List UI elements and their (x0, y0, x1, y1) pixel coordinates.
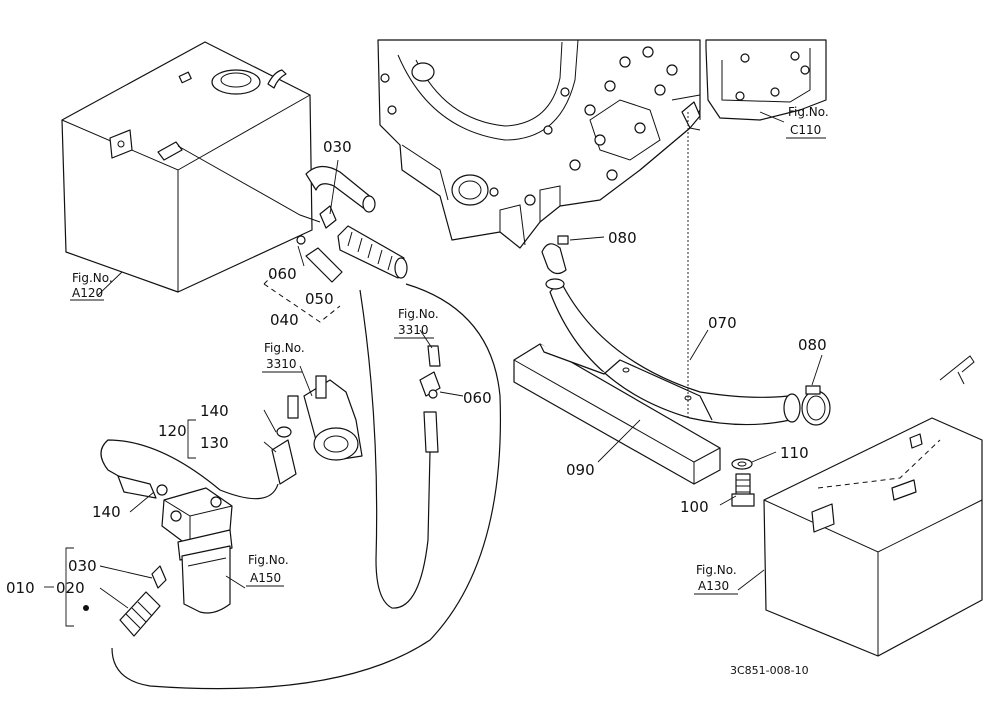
callout-030-bottom: 030 (68, 557, 97, 575)
transmission-housing (377, 39, 701, 249)
fuel-hose-130 (100, 426, 297, 500)
callout-060-left: 060 (268, 265, 297, 283)
callout-140-upper: 140 (200, 402, 229, 420)
callout-050: 050 (305, 290, 334, 308)
return-hose-top (305, 165, 376, 229)
fig-prefix-c110: Fig.No. (788, 105, 829, 119)
callout-020: 020 (56, 579, 85, 597)
filter-hose-020 (83, 565, 167, 637)
hose-outline-bracket (263, 275, 341, 323)
fig-ref-a150: A150 (250, 571, 281, 585)
callout-010: 010 (6, 579, 35, 597)
callout-080-right: 080 (798, 336, 827, 354)
callout-080-top: 080 (608, 229, 637, 247)
fig-prefix-a120: Fig.No. (72, 271, 113, 285)
drain-plug-100 (731, 473, 755, 507)
fig-ref-3310-left: 3310 (266, 357, 297, 371)
diagram-code: 3C851-008-10 (730, 664, 809, 677)
fig-ref-a130: A130 (698, 579, 729, 593)
fig-prefix-a150: Fig.No. (248, 553, 289, 567)
hose-clamp-080-top (541, 235, 569, 275)
long-fuel-line (111, 283, 502, 690)
callout-040: 040 (270, 311, 299, 329)
hose-section-060-right (419, 345, 441, 453)
callout-130: 130 (200, 434, 229, 452)
right-fuel-tank (763, 355, 983, 657)
callout-labels: 030 080 070 080 090 110 100 060 050 040 … (6, 138, 827, 597)
fig-prefix-3310-right: Fig.No. (398, 307, 439, 321)
fig-prefix-a130: Fig.No. (696, 563, 737, 577)
callout-140-lower: 140 (92, 503, 121, 521)
figure-references: Fig.No. A120 Fig.No. C110 Fig.No. A150 F… (70, 105, 829, 595)
fuel-filter (161, 487, 233, 614)
callout-030-top: 030 (323, 138, 352, 156)
hose-clamp-080-right (801, 385, 831, 426)
fig-prefix-3310-left: Fig.No. (264, 341, 305, 355)
fuel-pump (287, 375, 363, 461)
callout-120: 120 (158, 422, 187, 440)
fig-ref-3310-right: 3310 (398, 323, 429, 337)
callout-110: 110 (780, 444, 809, 462)
callout-070: 070 (708, 314, 737, 332)
hose-assembly-040 (296, 225, 408, 283)
fig-ref-c110: C110 (790, 123, 821, 137)
callout-060-right: 060 (463, 389, 492, 407)
rear-housing (705, 39, 827, 121)
left-fuel-tank (61, 41, 321, 293)
fuel-tray-090 (513, 343, 721, 485)
leader-lines (44, 111, 823, 627)
callout-090: 090 (566, 461, 595, 479)
callout-100: 100 (680, 498, 709, 516)
fig-ref-a120: A120 (72, 286, 103, 300)
washer-110 (731, 458, 753, 470)
